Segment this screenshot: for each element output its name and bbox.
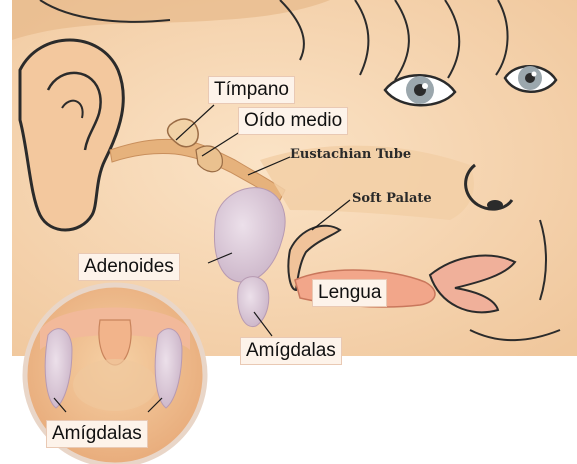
label-amigdalas-throat: Amígdalas: [46, 420, 148, 448]
label-adenoides: Adenoides: [78, 253, 180, 281]
label-timpano: Tímpano: [208, 76, 295, 104]
label-eustachian-tube: Eustachian Tube: [290, 147, 411, 162]
label-lengua: Lengua: [312, 279, 387, 307]
label-oido-medio: Oído medio: [238, 107, 348, 135]
label-amigdalas-face: Amígdalas: [240, 337, 342, 365]
label-soft-palate: Soft Palate: [352, 191, 432, 206]
